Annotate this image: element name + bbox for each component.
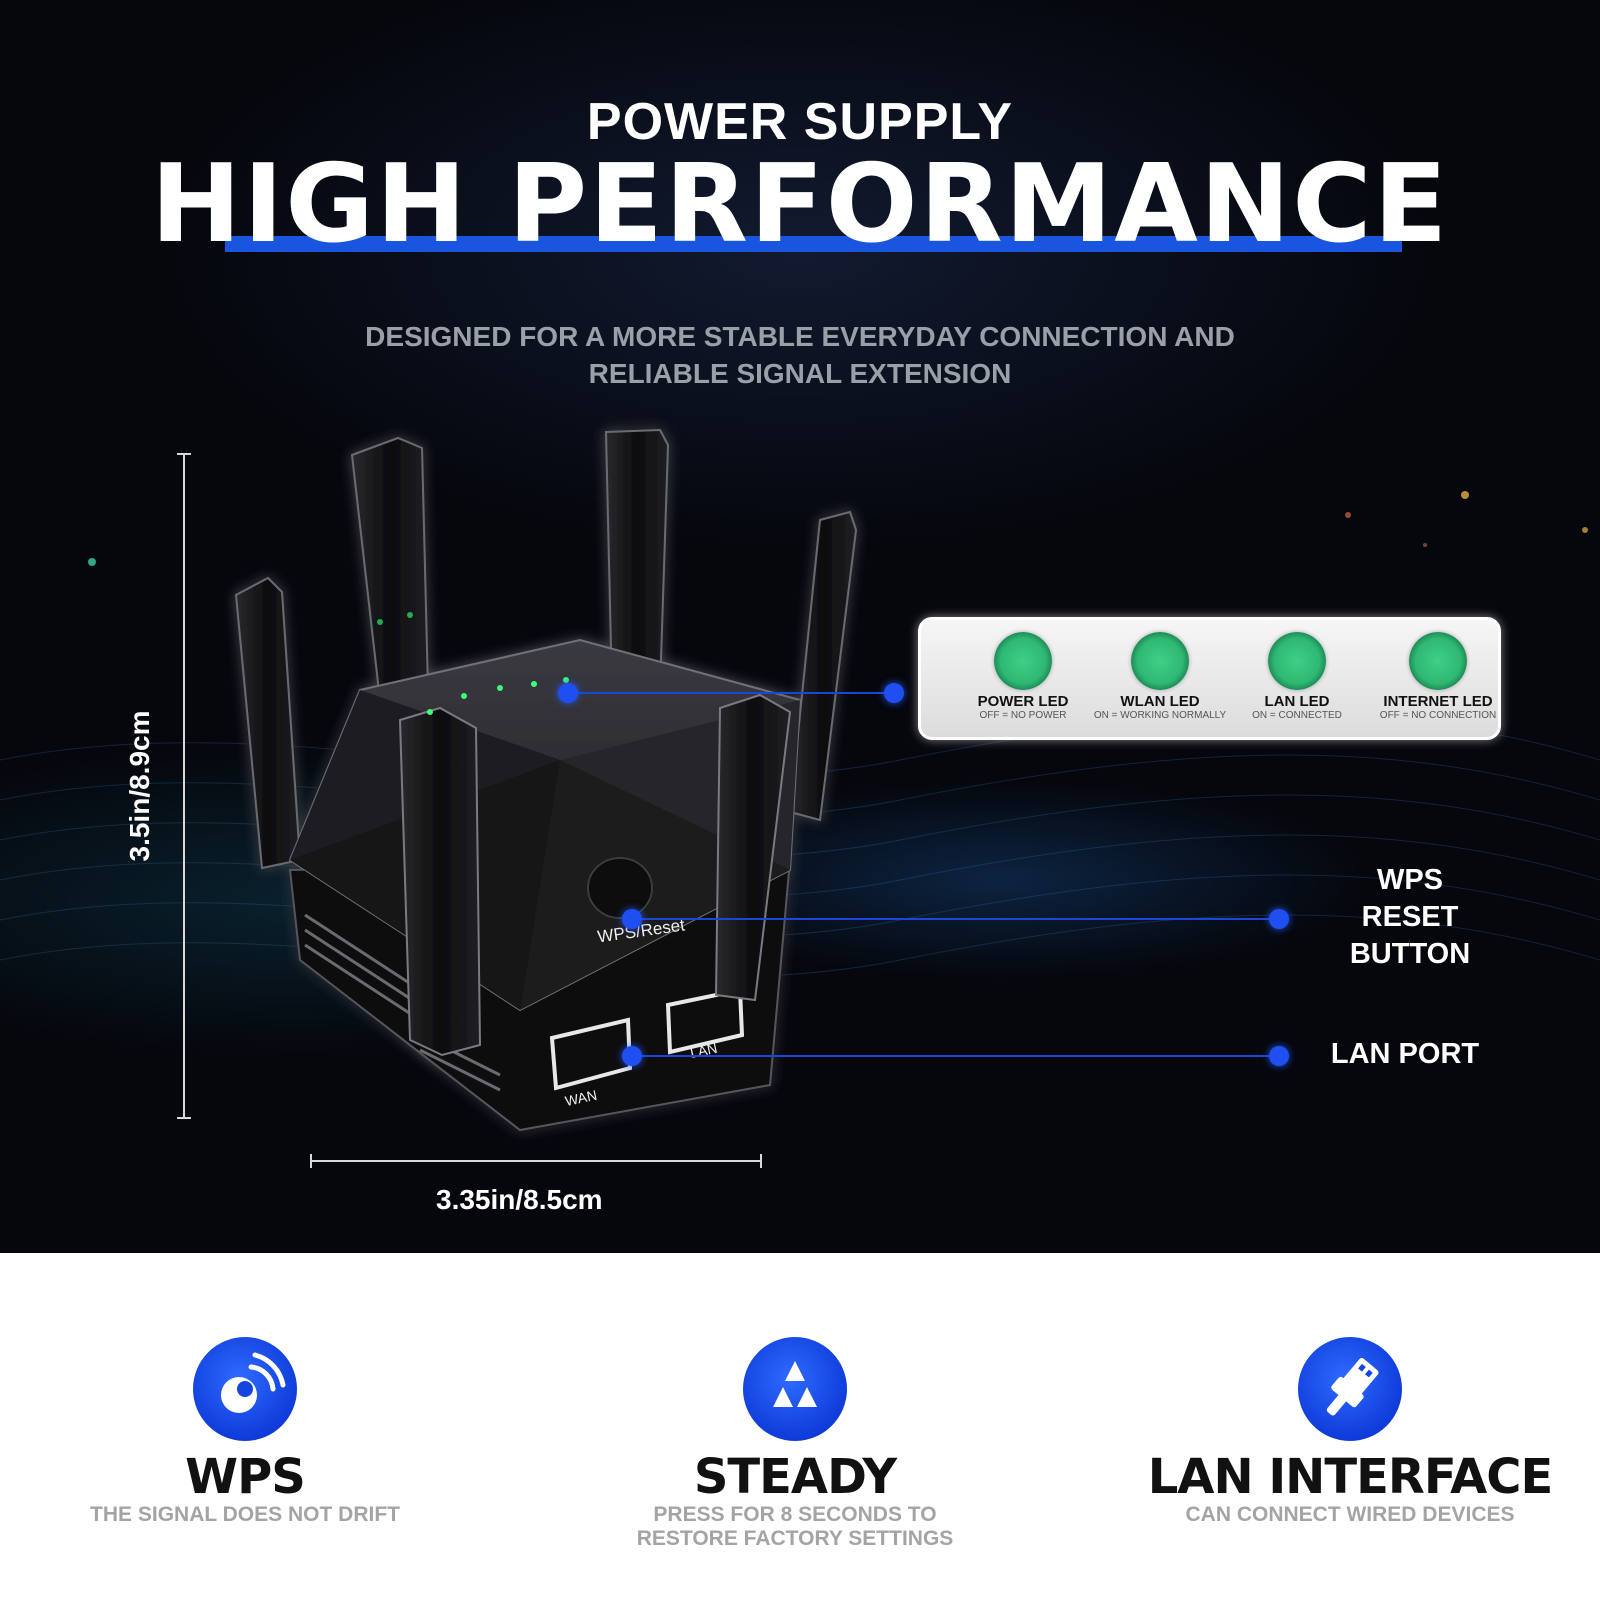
led-callout-dot-start (558, 683, 578, 703)
height-dimension-cap-bottom (177, 1117, 191, 1119)
feature-desc: THE SIGNAL DOES NOT DRIFT (90, 1503, 400, 1526)
lan-led-icon (1268, 632, 1326, 690)
height-dimension-line (183, 453, 185, 1119)
title-big: HIGH PERFORMANCE (0, 150, 1600, 260)
feature-desc: CAN CONNECT WIRED DEVICES (1185, 1503, 1515, 1526)
led-desc: ON = WORKING NORMALLY (1093, 710, 1227, 721)
led-name: INTERNET LED (1383, 693, 1493, 710)
subtitle-line-2: RELIABLE SIGNAL EXTENSION (588, 358, 1012, 389)
router-device-image: WPS/Reset WAN LAN (234, 428, 858, 1132)
feature-desc: PRESS FOR 8 SECONDS TO (653, 1503, 937, 1526)
antenna-front-right (714, 693, 792, 1002)
width-dimension-cap-right (760, 1154, 762, 1168)
title-big-text: HIGH PERFORMANCE (150, 142, 1450, 267)
lan-callout-dot-start (622, 1046, 642, 1066)
led-desc: OFF = NO POWER (979, 710, 1067, 721)
lan-callout-line (632, 1055, 1272, 1057)
wps-callout-dot-end (1269, 909, 1289, 929)
internet-led-icon (1409, 632, 1467, 690)
width-dimension-line (310, 1160, 762, 1162)
width-dimension-label: 3.35in/8.5cm (436, 1184, 603, 1215)
led-desc: OFF = NO CONNECTION (1379, 710, 1497, 721)
title-small: POWER SUPPLY (586, 93, 1014, 151)
antenna-back-right (788, 510, 858, 822)
feature-wps: WPS THE SIGNAL DOES NOT DRIFT (25, 1337, 465, 1527)
power-led-icon (994, 632, 1052, 690)
wps-callout-line-1: WPS (1376, 864, 1444, 896)
wlan-led-icon (1131, 632, 1189, 690)
led-item-lan: LAN LED ON = CONNECTED (1222, 632, 1372, 722)
led-item-wlan: WLAN LED ON = WORKING NORMALLY (1085, 632, 1235, 722)
led-name: WLAN LED (1120, 693, 1200, 710)
mountain-triangle-icon (743, 1337, 847, 1441)
antenna-front-left (398, 706, 482, 1057)
lan-callout-dot-end (1269, 1046, 1289, 1066)
led-item-power: POWER LED OFF = NO POWER (948, 632, 1098, 722)
lan-port-callout-label: LAN PORT (1330, 1038, 1480, 1070)
feature-steady: STEADY PRESS FOR 8 SECONDS TO RESTORE FA… (575, 1337, 1015, 1551)
wps-reset-button (587, 857, 653, 919)
led-name: POWER LED (977, 693, 1069, 710)
hero-section: POWER SUPPLY HIGH PERFORMANCE DESIGNED F… (0, 0, 1600, 1253)
title-underline-bar (225, 236, 1402, 252)
width-dimension-cap-left (310, 1154, 312, 1168)
led-legend-panel: POWER LED OFF = NO POWER WLAN LED ON = W… (918, 617, 1501, 740)
led-desc: ON = CONNECTED (1252, 710, 1342, 721)
antenna-back-left (350, 436, 430, 702)
wps-callout-line (632, 918, 1272, 920)
usb-plug-icon (1298, 1337, 1402, 1441)
led-item-internet: INTERNET LED OFF = NO CONNECTION (1363, 632, 1513, 722)
antenna-left (234, 576, 302, 870)
wan-port (549, 1017, 633, 1091)
wps-signal-icon (193, 1337, 297, 1441)
wps-reset-callout-label: WPS RESET BUTTON (1300, 862, 1520, 973)
wps-callout-dot-start (622, 909, 642, 929)
feature-title: WPS (185, 1449, 306, 1505)
subtitle-line-1: DESIGNED FOR A MORE STABLE EVERYDAY CONN… (365, 321, 1235, 352)
feature-desc-2: RESTORE FACTORY SETTINGS (636, 1527, 954, 1550)
wps-callout-line-2: RESET BUTTON (1349, 901, 1471, 970)
feature-lan-interface: LAN INTERFACE CAN CONNECT WIRED DEVICES (1130, 1337, 1570, 1527)
feature-title: STEADY (693, 1449, 897, 1505)
led-callout-line (568, 692, 894, 694)
subtitle: DESIGNED FOR A MORE STABLE EVERYDAY CONN… (300, 318, 1300, 392)
router-body (234, 428, 858, 1132)
led-name: LAN LED (1264, 693, 1330, 710)
wan-port-label: WAN (564, 1087, 599, 1109)
led-callout-dot-end (884, 683, 904, 703)
height-dimension-cap-top (177, 453, 191, 455)
feature-title: LAN INTERFACE (1147, 1449, 1554, 1505)
features-section: WPS THE SIGNAL DOES NOT DRIFT STEADY PRE… (0, 1253, 1600, 1600)
